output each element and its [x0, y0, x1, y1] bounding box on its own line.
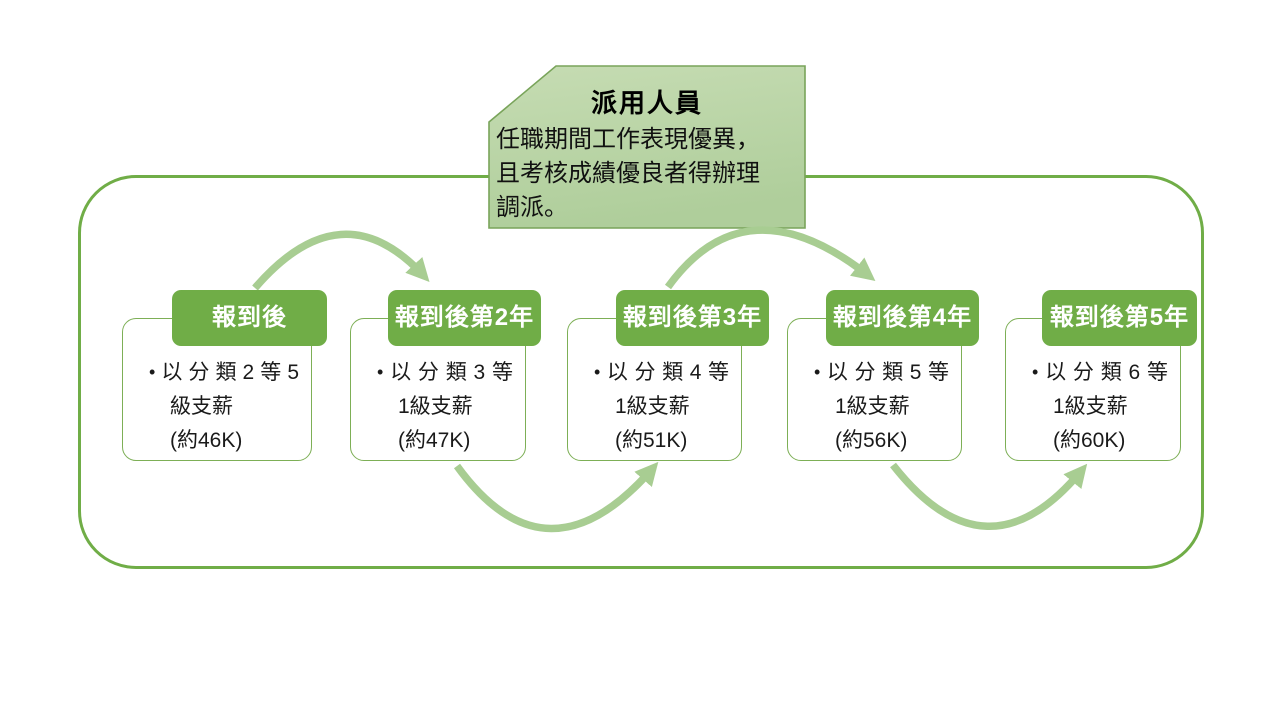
bullet-icon: •: [377, 362, 384, 382]
stage-line: (約56K): [835, 429, 908, 452]
bullet-icon: •: [1032, 362, 1039, 382]
stage-text-1: •以分類2等5 級支薪 (約46K): [123, 319, 311, 458]
stage-line: •以分類6等: [1032, 355, 1168, 390]
callout-body-line: 任職期間工作表現優異，: [496, 126, 760, 153]
stage-line: 1級支薪: [835, 395, 910, 418]
bullet-icon: •: [814, 362, 821, 382]
callout-body-line: 且考核成績優良者得辦理: [496, 160, 760, 187]
stage-line: (約60K): [1053, 429, 1126, 452]
callout-note: 派用人員 任職期間工作表現優異， 且考核成績優良者得辦理 調派。: [489, 66, 805, 228]
stage-line: •以分類5等: [814, 355, 949, 390]
stage-line: •以分類4等: [594, 355, 729, 390]
bullet-icon: •: [594, 362, 601, 382]
stage-line: 1級支薪: [1053, 395, 1128, 418]
stage-header-4: 報到後第4年: [826, 290, 979, 346]
stage-text-4: •以分類5等 1級支薪 (約56K): [788, 319, 961, 458]
stage-text-2: •以分類3等 1級支薪 (約47K): [351, 319, 525, 458]
stage-line: (約51K): [615, 429, 688, 452]
stage-header-1: 報到後: [172, 290, 327, 346]
stage-line: 1級支薪: [615, 395, 690, 418]
stage-line: •以分類2等5: [149, 355, 299, 390]
stage-line: •以分類3等: [377, 355, 513, 390]
stage-line: 級支薪: [170, 395, 233, 418]
stage-text-3: •以分類4等 1級支薪 (約51K): [568, 319, 741, 458]
stage-header-2: 報到後第2年: [388, 290, 541, 346]
stage-line: (約46K): [170, 429, 243, 452]
bullet-icon: •: [149, 362, 156, 382]
stage-header-3: 報到後第3年: [616, 290, 769, 346]
stage-line: (約47K): [398, 429, 471, 452]
stage-text-5: •以分類6等 1級支薪 (約60K): [1006, 319, 1180, 458]
stage-header-5: 報到後第5年: [1042, 290, 1197, 346]
callout-title: 派用人員: [590, 88, 703, 118]
callout-body: 任職期間工作表現優異， 且考核成績優良者得辦理 調派。: [496, 123, 805, 225]
callout-body-line: 調派。: [496, 194, 568, 221]
stage-line: 1級支薪: [398, 395, 473, 418]
